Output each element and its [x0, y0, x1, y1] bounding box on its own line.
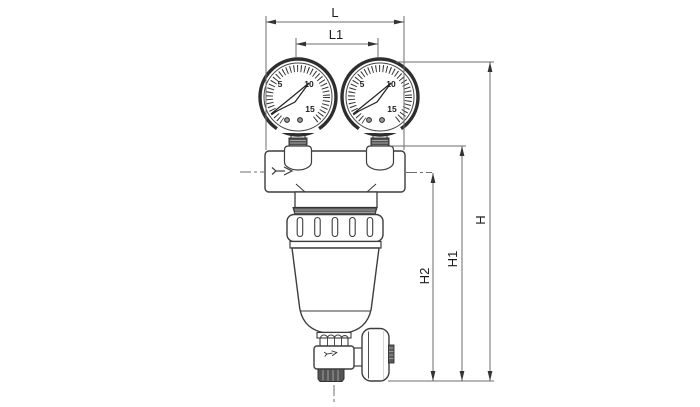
dim-label-L: L [331, 5, 338, 20]
filter-bowl [291, 247, 380, 334]
gauge-number-15: 15 [305, 104, 315, 114]
gauge-needle [352, 82, 392, 115]
gauge-tick-ring [266, 65, 330, 129]
gauge-screw-left [366, 117, 372, 123]
pressure-gauge-right: 5 10 15 [340, 57, 420, 137]
filter-stack [286, 191, 384, 334]
collar-slot [349, 216, 356, 238]
dim-label-H1: H1 [445, 251, 460, 268]
gauge-tick-ring [348, 65, 412, 129]
dim-label-L1: L1 [329, 27, 343, 42]
gauge-scale-gap [356, 97, 404, 133]
collar-slot [296, 216, 304, 238]
valve-body [313, 345, 355, 370]
arrowhead [394, 19, 404, 25]
inlet-flow-arrow [271, 166, 294, 176]
gauge-number-10: 10 [304, 79, 314, 89]
pressure-gauge-left: 5 10 15 [258, 57, 338, 137]
gauge-number-10: 10 [386, 79, 396, 89]
gauge-number-15: 15 [387, 104, 397, 114]
arrowhead [430, 173, 436, 183]
filter-thread-band [292, 207, 378, 215]
gauge-number-5: 5 [360, 79, 365, 89]
dimension-H1: H1 [391, 145, 466, 381]
gauge-dial-edge [345, 62, 415, 132]
arrowhead [296, 41, 306, 47]
gauge-boss-left [283, 145, 313, 171]
arrow-head [283, 166, 294, 176]
collar-slot [331, 216, 339, 238]
gauge-needle [270, 82, 310, 115]
gauge-number-5: 5 [278, 79, 283, 89]
bowl-top-ring [289, 240, 382, 249]
gauge-boss-right [365, 145, 395, 171]
dimension-L1: L1 [295, 27, 379, 58]
dimension-H2: H2 [417, 173, 436, 381]
arrowhead [459, 146, 465, 156]
arrowhead [487, 371, 493, 381]
thread-band-lines [295, 209, 375, 213]
arrowhead [459, 371, 465, 381]
arrowhead [368, 41, 378, 47]
dimension-H: H [388, 61, 494, 382]
stub-thread-lines [322, 370, 339, 381]
filter-flange [294, 191, 378, 209]
collar-rib-slots [296, 216, 374, 238]
gauge-scale-gap [274, 97, 322, 133]
dim-label-H: H [473, 215, 488, 224]
collar-slot [314, 216, 321, 238]
gauge-screw-right [379, 117, 385, 123]
gauge-dial-edge [263, 62, 333, 132]
handle-knurl-strip [388, 344, 395, 364]
drain-valve [313, 327, 395, 382]
gauge-screw-left [284, 117, 290, 123]
valve-flow-arrow [323, 350, 338, 357]
body-chamfer-right [366, 183, 377, 193]
valve-nut-facets [327, 338, 342, 346]
gauge-screw-right [297, 117, 303, 123]
body-chamfer-left [295, 183, 306, 193]
arrowhead [266, 19, 276, 25]
dim-label-H2: H2 [417, 268, 432, 285]
valve-handle-knob [361, 327, 390, 382]
collar-slot [366, 216, 374, 238]
dimension-L: L [265, 5, 405, 150]
valve-nut [319, 337, 349, 347]
arrowhead [487, 62, 493, 72]
arrowhead [430, 371, 436, 381]
drain-thread-stub [317, 368, 345, 382]
knurl-lines [389, 347, 394, 359]
pipe-centerline [240, 171, 432, 405]
